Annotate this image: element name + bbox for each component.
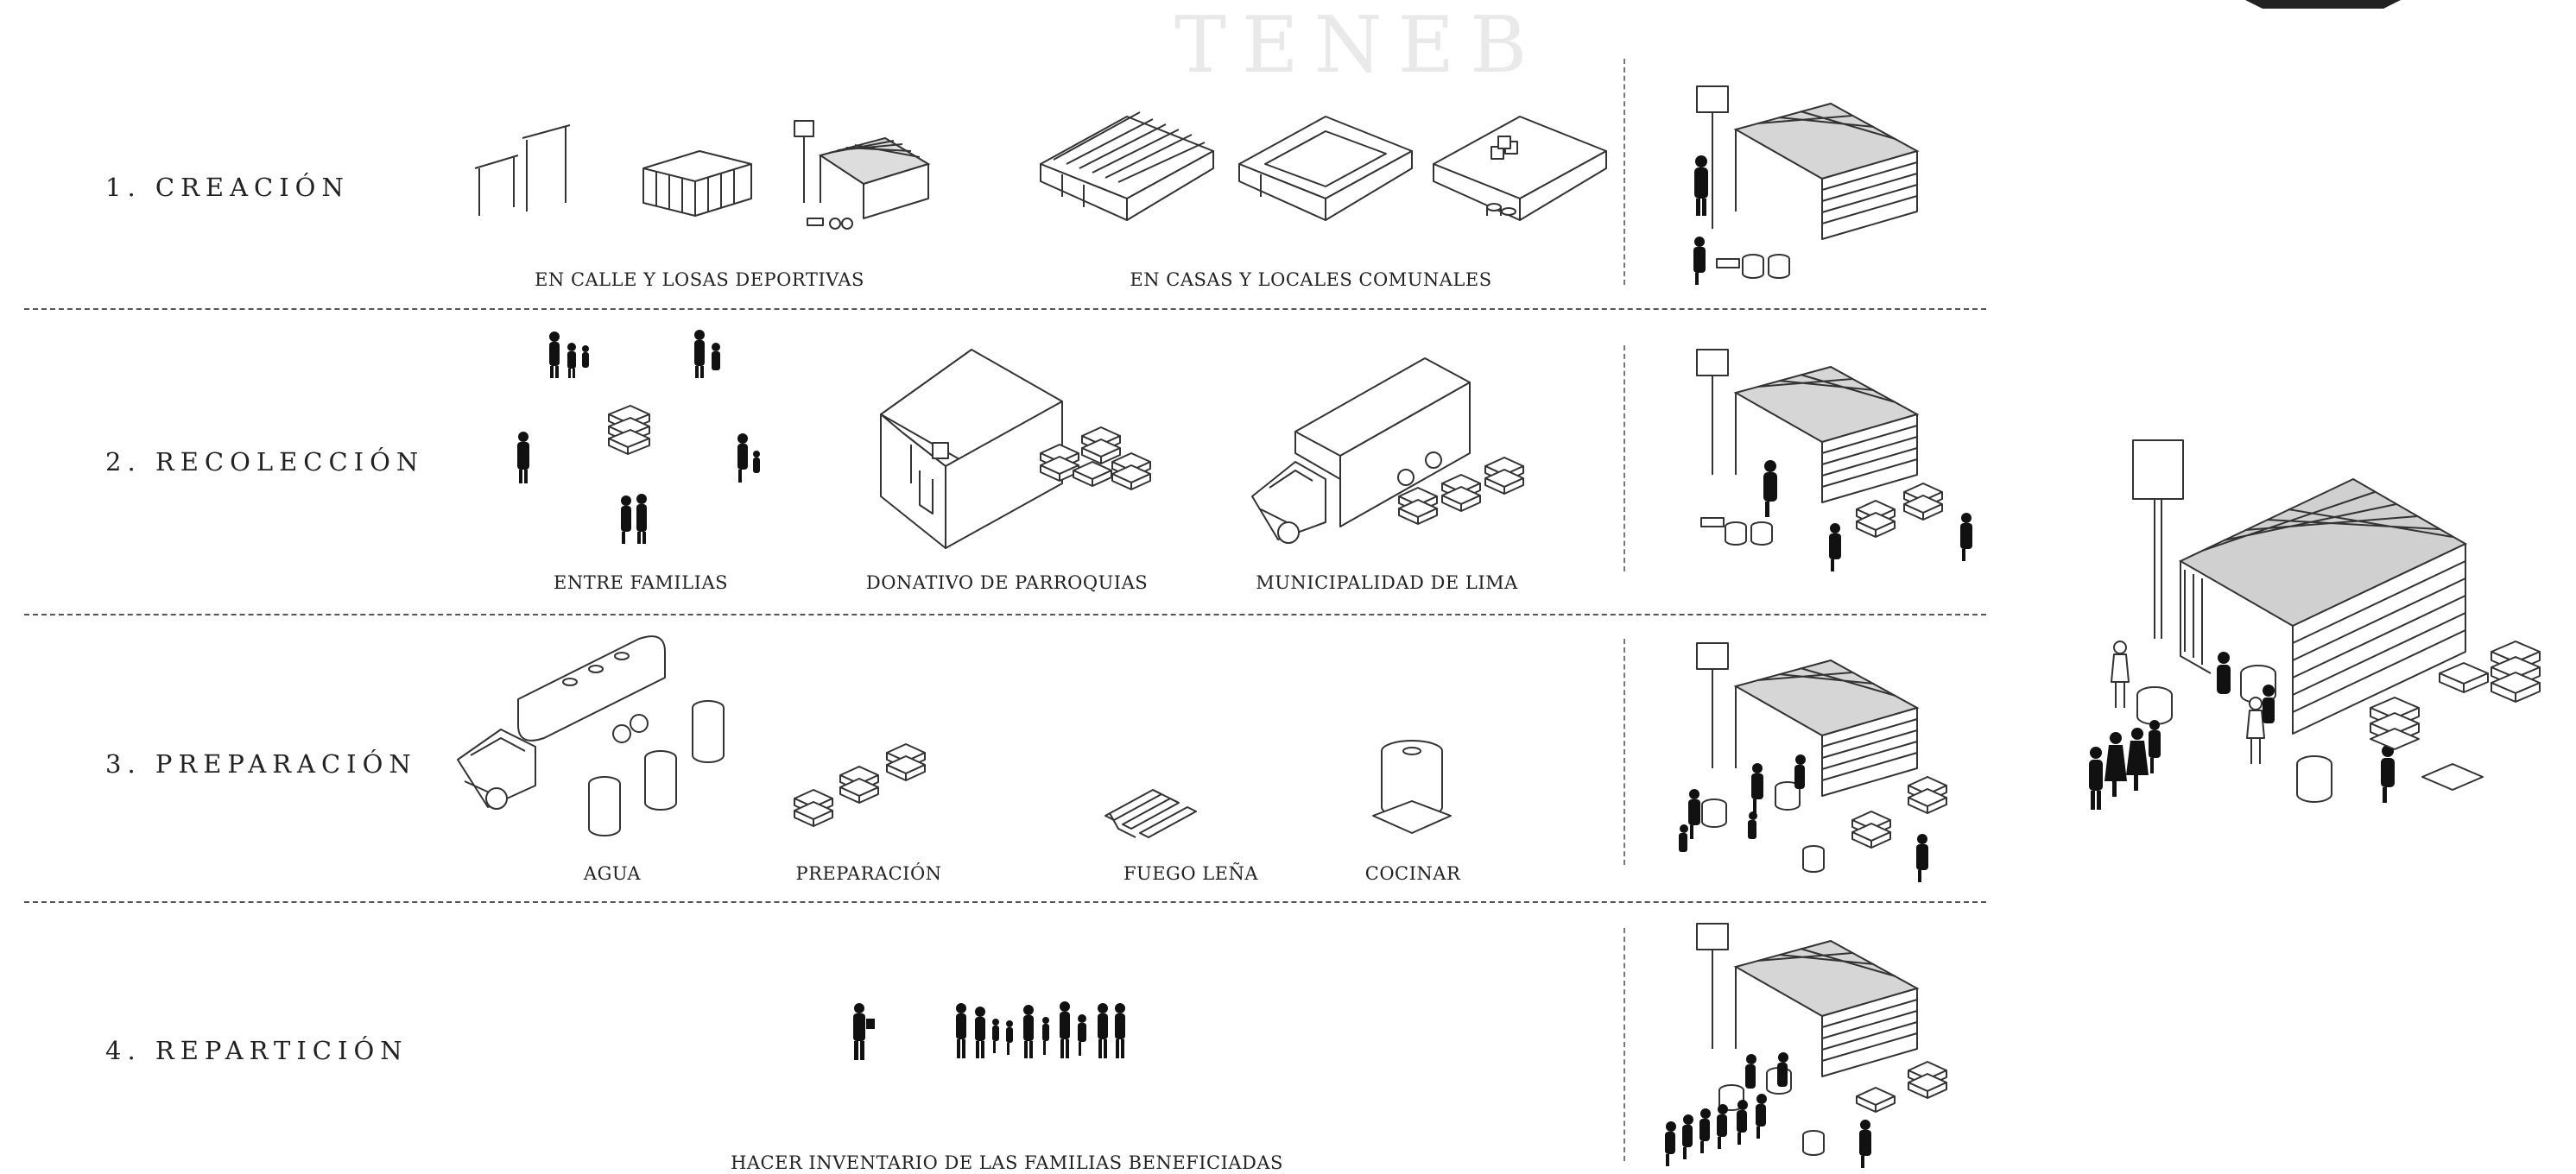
caption-preparation: PREPARACIÓN [795, 863, 942, 884]
caption-municipality: MUNICIPALIDAD DE LIMA [1256, 572, 1518, 593]
caption-cook: COCINAR [1364, 863, 1461, 884]
stage-2-title: 2. RECOLECCIÓN [105, 447, 425, 477]
stage-separator [24, 308, 1986, 310]
stage-4-title: 4. REPARTICIÓN [105, 1036, 408, 1065]
parish-church-illustration [880, 349, 1151, 549]
vertical-separator [1623, 639, 1625, 865]
water-truck-illustration [457, 635, 725, 836]
caption-firewood: FUEGO LEÑA [1123, 863, 1259, 884]
stage-separator [24, 614, 1986, 615]
half-built-kitchen-illustration [642, 150, 752, 217]
watermark: TENEB [1174, 0, 1543, 91]
kitchen-stage-4-illustration [1665, 923, 1947, 1168]
frame-posts-illustration [474, 124, 571, 216]
kitchen-stage-2-illustration [1696, 349, 1972, 571]
caption-water: AGUA [583, 863, 642, 884]
communal-hall-illustration [1433, 116, 1607, 221]
inventory-people-illustration [853, 1001, 1125, 1060]
kitchen-stage-3-illustration [1679, 642, 1947, 882]
firewood-illustration [1104, 789, 1197, 838]
caption-families: ENTRE FAMILIAS [553, 572, 729, 593]
caption-street: EN CALLE Y LOSAS DEPORTIVAS [535, 269, 864, 290]
corner-photo-fragment [2245, 0, 2401, 9]
vertical-separator [1623, 345, 1625, 571]
stage-1-title: 1. CREACIÓN [105, 173, 350, 202]
caption-inventory: HACER INVENTARIO DE LAS FAMILIAS BENEFIC… [731, 1152, 1283, 1173]
open-house-illustration [1238, 116, 1413, 221]
stage-separator [24, 901, 1986, 903]
stage-3-title: 3. PREPARACIÓN [105, 749, 417, 779]
vertical-separator [1623, 59, 1625, 285]
caption-houses: EN CASAS Y LOCALES COMUNALES [1130, 269, 1492, 290]
house-roof-illustration [1040, 111, 1214, 221]
preparation-sacks-illustration [794, 743, 926, 827]
cooking-pot-illustration [1372, 740, 1452, 834]
caption-parishes: DONATIVO DE PARROQUIAS [865, 572, 1149, 593]
vertical-separator [1623, 928, 1625, 1161]
municipal-truck-illustration [1251, 357, 1524, 544]
kitchen-stage-1-illustration [1693, 85, 1920, 285]
shed-with-sign-illustration [794, 120, 931, 230]
community-kitchen-overview-illustration [2089, 439, 2541, 810]
families-illustration [517, 330, 760, 544]
